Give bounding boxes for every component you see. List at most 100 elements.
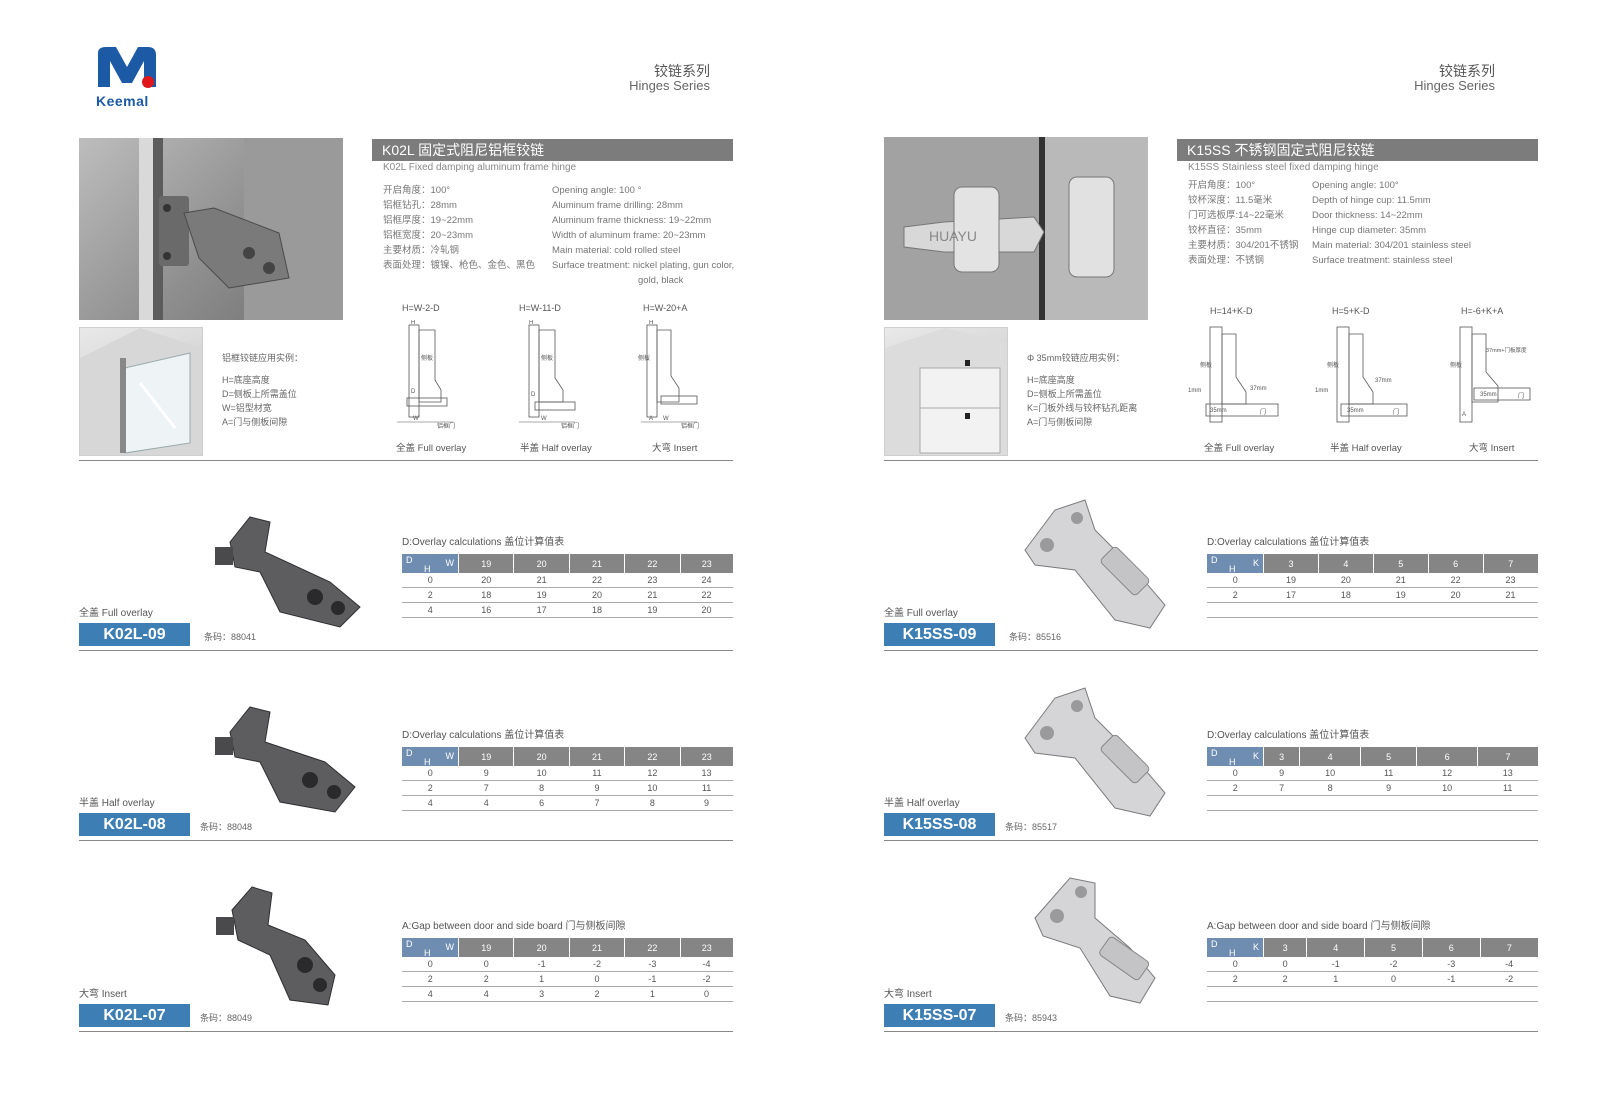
table-cell: 2 bbox=[402, 587, 459, 603]
spec-cn: 开启角度：100° bbox=[1188, 180, 1256, 191]
diagram-label: 门 bbox=[1260, 408, 1266, 416]
spec-en: Depth of hinge cup: 11.5mm bbox=[1312, 195, 1431, 206]
spec-en: Width of aluminum frame: 20~23mm bbox=[552, 230, 706, 241]
spec-en: Door thickness: 14~22mm bbox=[1312, 210, 1423, 221]
table-corner: D K H bbox=[1207, 938, 1264, 958]
table-cell: 2 bbox=[1263, 971, 1307, 987]
table-cell: 9 bbox=[458, 766, 514, 781]
table-col-header: 21 bbox=[569, 938, 626, 957]
table-cell: 2 bbox=[402, 780, 459, 796]
barcode: 条码：85943 bbox=[1005, 1013, 1058, 1023]
diagram-formula: H=5+K-D bbox=[1332, 306, 1370, 316]
spec-cn: 主要材质：冷轧钢 bbox=[383, 245, 460, 256]
table-cell: 21 bbox=[1483, 587, 1538, 603]
diagram-label: A bbox=[649, 416, 653, 422]
table-col-header: 21 bbox=[569, 554, 626, 573]
table-cell: -1 bbox=[624, 971, 681, 987]
model-number: K15SS-07 bbox=[884, 1004, 995, 1027]
spec-cn: 铝框钻孔：28mm bbox=[383, 200, 457, 211]
table-cell: 2 bbox=[458, 971, 514, 987]
table-cell: 23 bbox=[624, 573, 681, 588]
table-cell: 4 bbox=[458, 795, 514, 811]
corner-label: W bbox=[445, 751, 455, 761]
table-col-header: 21 bbox=[569, 747, 626, 766]
table-cell bbox=[1207, 986, 1264, 1002]
legend-item: K=门板外线与铰杯钻孔距离 bbox=[1027, 403, 1138, 413]
application-photo bbox=[79, 327, 203, 456]
variant-label: 大弯 Insert bbox=[884, 989, 932, 1000]
table-col-header: 4 bbox=[1318, 554, 1374, 573]
table-cell: -2 bbox=[569, 957, 625, 972]
product-hinge-image bbox=[215, 706, 356, 813]
corner-label: K bbox=[1252, 751, 1259, 761]
table-cell: 0 bbox=[569, 971, 625, 987]
table-cell: 7 bbox=[458, 780, 514, 796]
legend-item: D=侧板上所需盖位 bbox=[1027, 389, 1102, 399]
table-col-header: 22 bbox=[624, 554, 681, 573]
product-title: K15SS 不锈钢固定式阻尼铰链 bbox=[1177, 139, 1538, 161]
corner-label: D bbox=[406, 748, 413, 758]
spec-en: Opening angle: 100° bbox=[1312, 180, 1399, 191]
diagram-label: D bbox=[411, 389, 416, 395]
table-row bbox=[1207, 602, 1538, 618]
spec-cn: 门可选板厚:14~22毫米 bbox=[1188, 210, 1284, 221]
table-cell: 4 bbox=[458, 986, 514, 1002]
spec-list-en: Opening angle: 100 ° Aluminum frame dril… bbox=[552, 183, 734, 288]
corner-label: H bbox=[424, 757, 431, 767]
diagram-label: 门 bbox=[1393, 408, 1399, 416]
table-col-header: 7 bbox=[1477, 747, 1538, 766]
table-cell: 2 bbox=[402, 971, 459, 987]
table-cell: 9 bbox=[680, 795, 733, 811]
divider bbox=[79, 650, 733, 651]
variant-label: 全盖 Full overlay bbox=[79, 608, 153, 619]
table-cell: -1 bbox=[1306, 957, 1365, 972]
cabinet-illustration-icon bbox=[80, 328, 202, 455]
table-cell: 20 bbox=[1428, 587, 1484, 603]
table-cell: 0 bbox=[1207, 766, 1264, 781]
model-number: K15SS-09 bbox=[884, 623, 995, 646]
table-cell: 23 bbox=[1483, 573, 1538, 588]
diagram-caption: 半盖 Half overlay bbox=[1330, 443, 1402, 454]
table-cell: 0 bbox=[680, 986, 733, 1002]
table-header-row: D W H 19 20 21 22 23 bbox=[402, 747, 733, 767]
table-cell: 9 bbox=[1360, 780, 1417, 796]
table-title: D:Overlay calculations 盖位计算值表 bbox=[402, 537, 565, 548]
table-cell: 19 bbox=[513, 587, 570, 603]
divider bbox=[79, 460, 733, 461]
table-cell: 7 bbox=[1263, 780, 1300, 796]
barcode: 条码：88048 bbox=[200, 822, 253, 832]
table-col-header: 22 bbox=[624, 747, 681, 766]
full-overlay-diagram: H 侧板 D W 铝框门 bbox=[397, 320, 455, 430]
variant-label: 半盖 Half overlay bbox=[884, 798, 960, 809]
barcode: 条码：85517 bbox=[1005, 822, 1058, 832]
divider bbox=[79, 1031, 733, 1032]
table-cell: -2 bbox=[1364, 957, 1423, 972]
table-cell: 21 bbox=[513, 573, 570, 588]
table-col-header: 7 bbox=[1480, 938, 1538, 957]
table-cell: 19 bbox=[624, 602, 681, 618]
table-cell: 13 bbox=[1477, 766, 1538, 781]
corner-label: H bbox=[1229, 948, 1236, 958]
half-overlay-diagram: 侧板 1mm 37mm 35mm 门 bbox=[1315, 326, 1408, 423]
divider bbox=[884, 460, 1538, 461]
divider bbox=[79, 840, 733, 841]
cabinet-illustration-icon bbox=[885, 328, 1007, 455]
table-col-header: 22 bbox=[624, 938, 681, 957]
diagram-label: 35mm bbox=[1480, 392, 1497, 398]
table-cell: 2 bbox=[1207, 780, 1264, 796]
legend-heading: Φ 35mm铰链应用实例： bbox=[1027, 353, 1125, 363]
corner-label: K bbox=[1252, 558, 1259, 568]
table-cell: 16 bbox=[458, 602, 514, 618]
table-cell: 4 bbox=[402, 986, 459, 1002]
spec-en: Surface treatment: stainless steel bbox=[1312, 255, 1453, 266]
spec-cn: 表面处理：不锈钢 bbox=[1188, 255, 1265, 266]
corner-label: W bbox=[445, 942, 455, 952]
table-header-row: D W H 19 20 21 22 23 bbox=[402, 554, 733, 574]
divider bbox=[884, 840, 1538, 841]
